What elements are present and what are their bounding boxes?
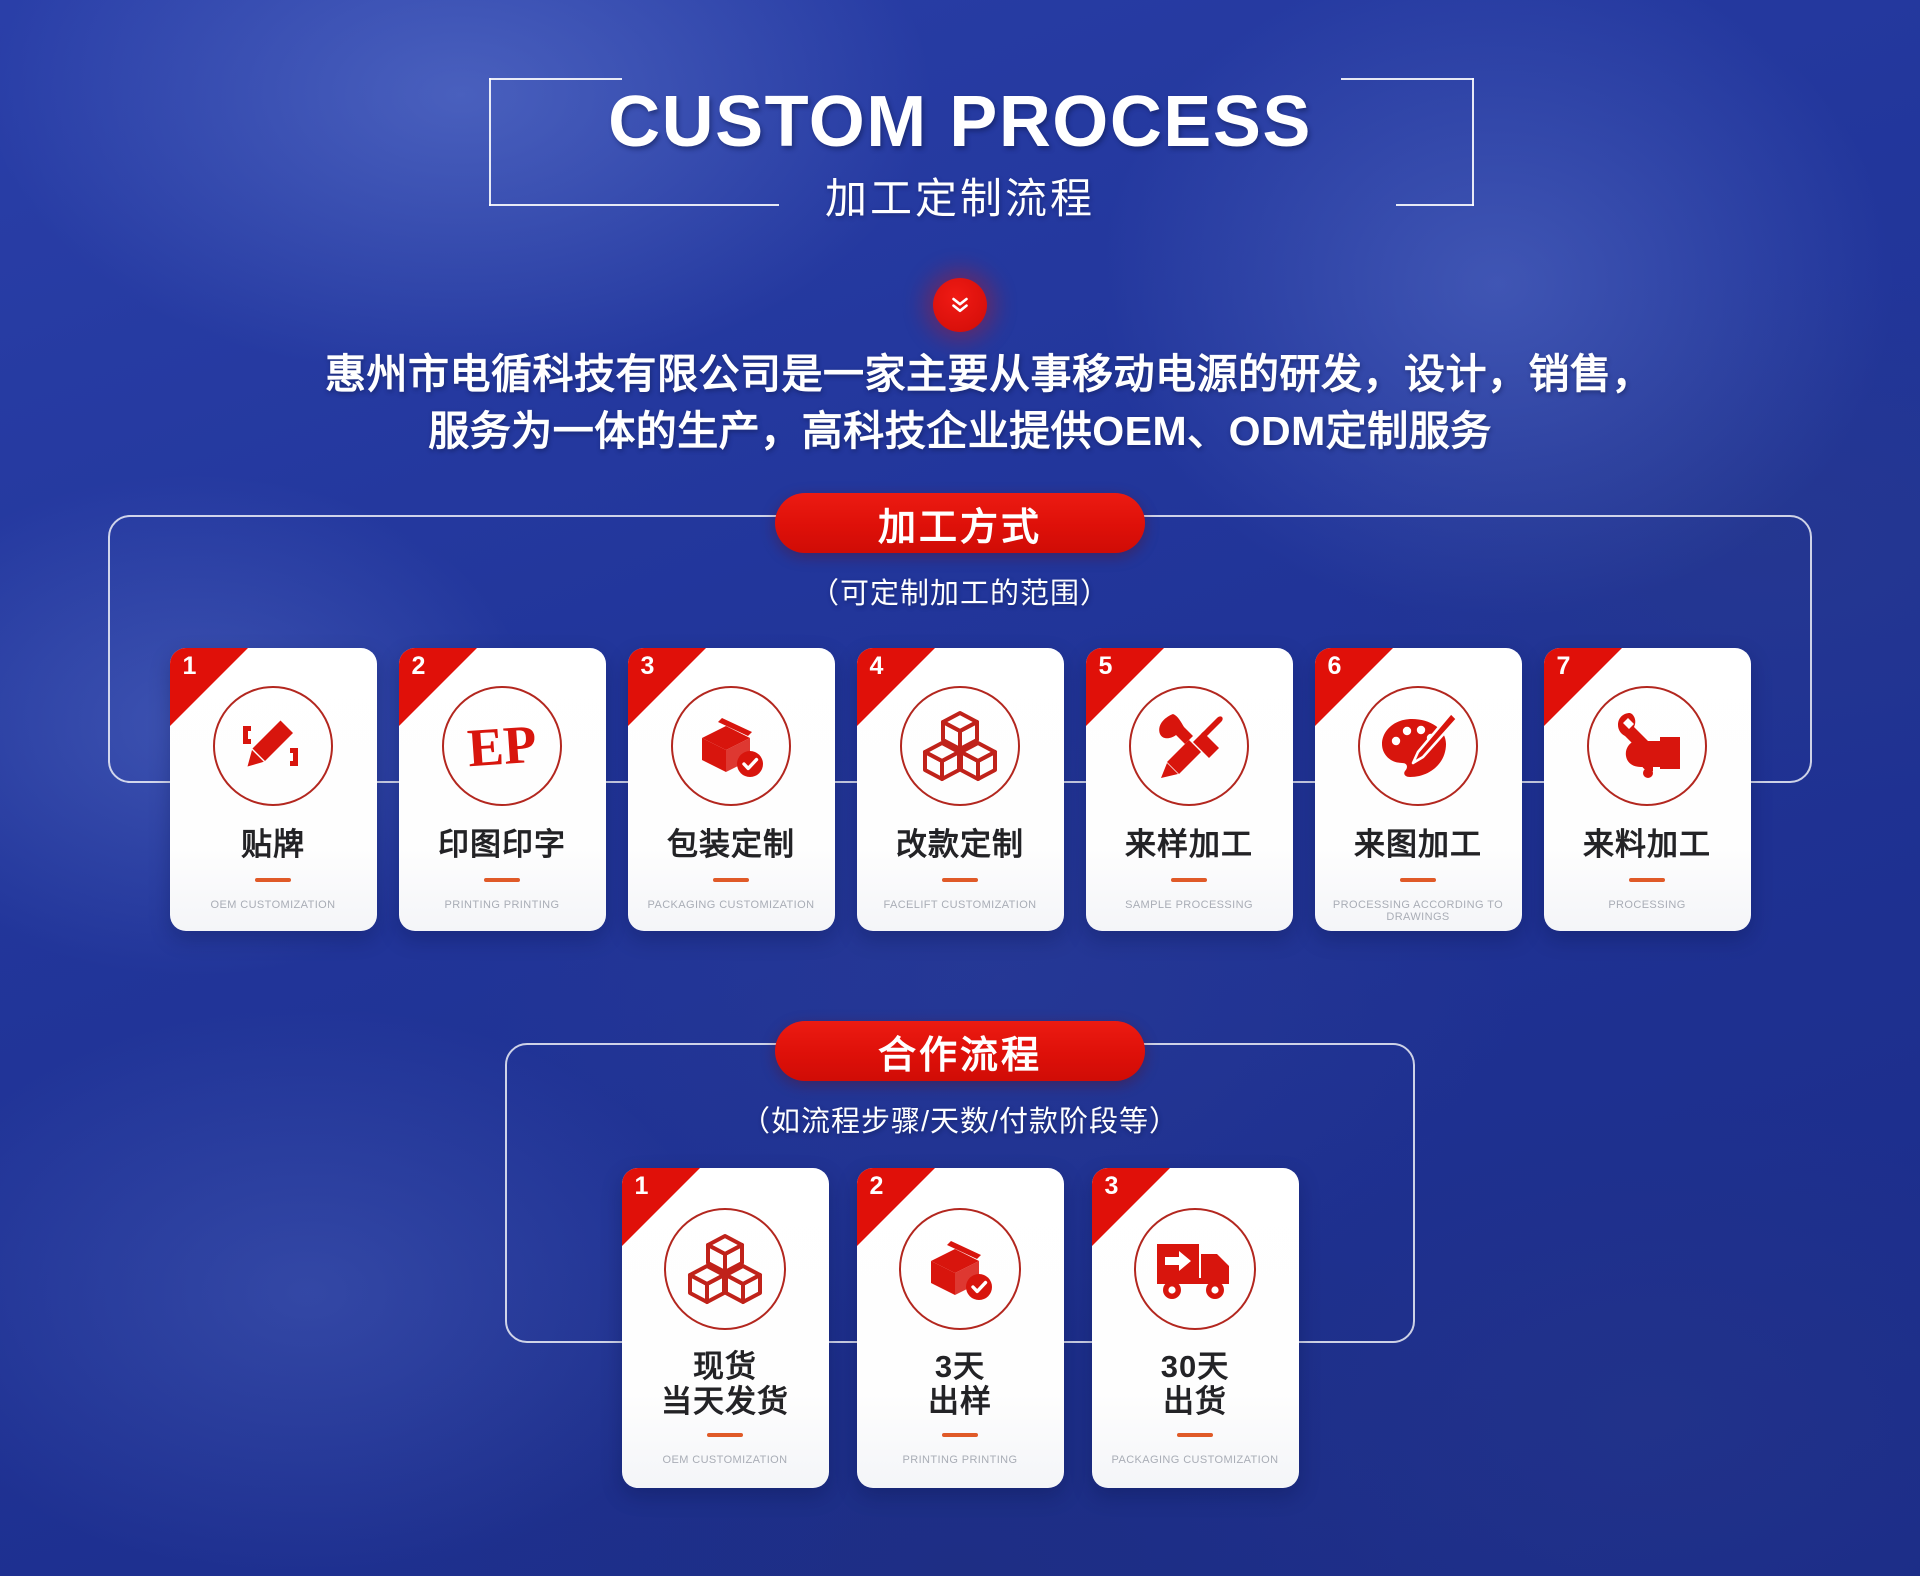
- card-subtitle: PROCESSING ACCORDING TO DRAWINGS: [1332, 898, 1504, 923]
- hand-wrench-icon: [1587, 686, 1707, 806]
- card-subtitle: PRINTING PRINTING: [902, 1454, 1018, 1467]
- card-title: 贴牌: [241, 827, 305, 862]
- card-packaging-customization[interactable]: 3 包装定制 PACKAGING CUSTOMIZATION: [627, 648, 835, 931]
- card-subtitle: SAMPLE PROCESSING: [1125, 898, 1253, 911]
- card-subtitle: PACKAGING CUSTOMIZATION: [647, 898, 815, 911]
- card-title: 现货 当天发货: [661, 1349, 789, 1419]
- stamp-ep-icon: EP: [442, 686, 562, 806]
- card-subtitle: OEM CUSTOMIZATION: [662, 1454, 788, 1467]
- card-subtitle: PACKAGING CUSTOMIZATION: [1111, 1454, 1279, 1467]
- card-printing-printing[interactable]: 2 EP 印图印字 PRINTING PRINTING: [398, 648, 606, 931]
- card-title: 改款定制: [896, 827, 1024, 862]
- card-divider: [713, 877, 749, 882]
- card-sample-processing[interactable]: 5 来样加工 SAMPLE PROCESSING: [1085, 648, 1293, 931]
- card-number: 1: [182, 652, 197, 680]
- boxes-stack-icon: [900, 686, 1020, 806]
- card-title: 来料加工: [1583, 827, 1711, 862]
- page-title-english: CUSTOM PROCESS: [608, 82, 1312, 162]
- card-title: 来图加工: [1354, 827, 1482, 862]
- section-subtitle-processing-methods: （可定制加工的范围）: [809, 578, 1110, 610]
- card-processing-according-to-drawings[interactable]: 6 来图加工 PROCESSING ACCORDING TO DRAWINGS: [1314, 648, 1522, 931]
- card-divider: [1171, 877, 1207, 882]
- card-divider: [1629, 877, 1665, 882]
- card-title: 30天 出货: [1160, 1349, 1230, 1419]
- box-check-icon: [671, 686, 791, 806]
- card-in-stock-same-day-shipping[interactable]: 1 现货 当天发货: [621, 1168, 829, 1488]
- card-number: 6: [1327, 652, 1342, 680]
- box-open-check-icon: [899, 1208, 1021, 1330]
- processing-methods-card-row: 1: [0, 648, 1920, 931]
- card-processing[interactable]: 7 来料加工 PROCESSING: [1543, 648, 1751, 931]
- svg-text:EP: EP: [465, 714, 538, 778]
- card-number: 5: [1098, 652, 1113, 680]
- double-chevron-down-icon: [933, 278, 987, 332]
- card-facelift-customization[interactable]: 4 改款定制 FAC: [856, 648, 1064, 931]
- card-title: 3天 出样: [928, 1349, 992, 1419]
- cooperation-process-card-row: 1 现货 当天发货: [0, 1168, 1920, 1488]
- intro-line-1: 惠州市电循科技有限公司是一家主要从事移动电源的研发，设计，销售，: [325, 351, 1653, 397]
- card-number: 4: [869, 652, 884, 680]
- card-3-day-sample[interactable]: 2 3天 出样 PRINTING PRINTING: [856, 1168, 1064, 1488]
- brush-pencil-icon: [1129, 686, 1249, 806]
- card-divider: [484, 877, 520, 882]
- header-frame-top-right: [1341, 78, 1474, 80]
- section-subtitle-cooperation-process: （如流程步骤/天数/付款阶段等）: [740, 1106, 1180, 1138]
- card-subtitle: OEM CUSTOMIZATION: [210, 898, 336, 911]
- card-title: 包装定制: [667, 827, 795, 862]
- card-subtitle: FACELIFT CUSTOMIZATION: [883, 898, 1037, 911]
- page-title-chinese: 加工定制流程: [824, 175, 1095, 222]
- card-divider: [707, 1433, 743, 1438]
- card-oem-customization[interactable]: 1: [169, 648, 377, 931]
- card-number: 1: [634, 1172, 649, 1200]
- card-30-day-shipment[interactable]: 3: [1091, 1168, 1299, 1488]
- palette-brush-icon: [1358, 686, 1478, 806]
- card-divider: [942, 1433, 978, 1438]
- card-subtitle: PRINTING PRINTING: [444, 898, 560, 911]
- card-number: 2: [411, 652, 426, 680]
- section-badge-cooperation-process: 合作流程: [775, 1021, 1145, 1081]
- intro-line-2: 服务为一体的生产，高科技企业提供OEM、ODM定制服务: [428, 407, 1492, 454]
- card-divider: [1400, 877, 1436, 882]
- company-intro-paragraph: 惠州市电循科技有限公司是一家主要从事移动电源的研发，设计，销售， 服务为一体的生…: [150, 346, 1770, 459]
- card-divider: [1177, 1433, 1213, 1438]
- card-number: 2: [869, 1172, 884, 1200]
- card-title: 印图印字: [438, 827, 566, 862]
- delivery-truck-icon: [1134, 1208, 1256, 1330]
- card-subtitle: PROCESSING: [1608, 898, 1686, 911]
- card-number: 3: [1104, 1172, 1119, 1200]
- card-title: 来样加工: [1125, 827, 1253, 862]
- section-badge-processing-methods: 加工方式: [775, 493, 1145, 553]
- card-number: 3: [640, 652, 655, 680]
- card-number: 7: [1556, 652, 1571, 680]
- header-frame-top-left: [489, 78, 622, 80]
- card-divider: [255, 877, 291, 882]
- pencil-ruler-icon: [213, 686, 333, 806]
- page-header: CUSTOM PROCESS 加工定制流程: [0, 78, 1920, 220]
- card-divider: [942, 877, 978, 882]
- cubes-stack-icon: [664, 1208, 786, 1330]
